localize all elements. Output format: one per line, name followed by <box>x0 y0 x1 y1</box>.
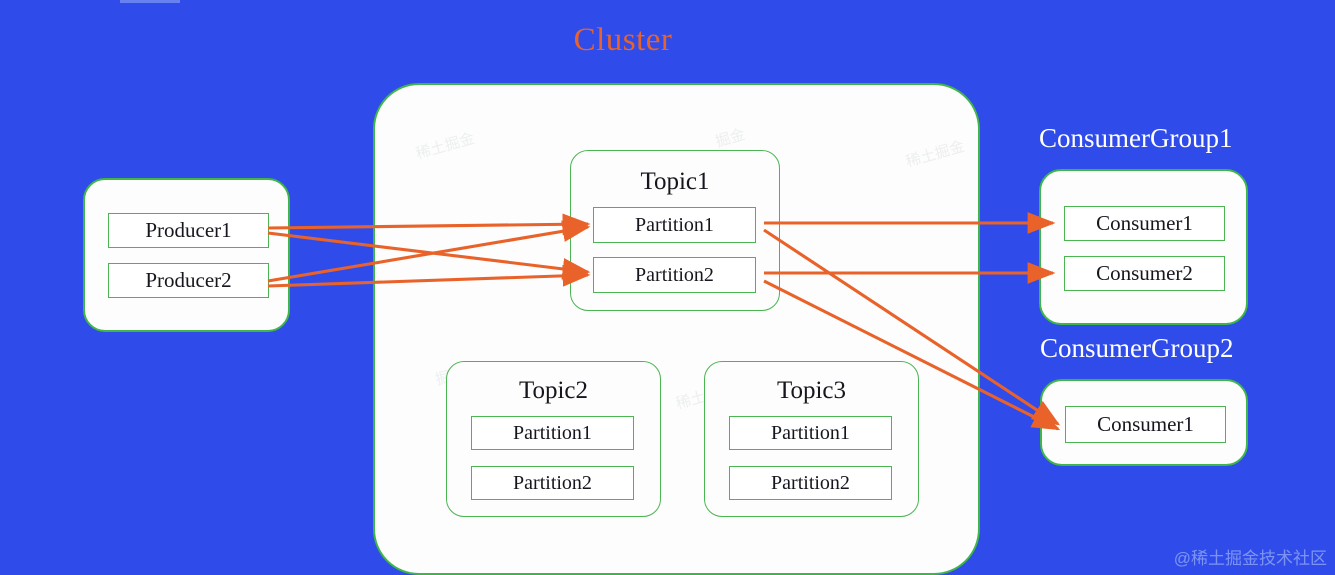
topic-box-1: Topic1 Partition1 Partition2 <box>570 150 780 311</box>
consumer-group-2-container: Consumer1 <box>1040 379 1248 466</box>
consumer-group-1-container: Consumer1 Consumer2 <box>1039 169 1248 325</box>
producer-cell-1: Producer1 <box>108 213 269 248</box>
producer-cell-2: Producer2 <box>108 263 269 298</box>
consumer-cell-1: Consumer1 <box>1065 406 1226 443</box>
consumer-group-2-title: ConsumerGroup2 <box>1040 333 1234 363</box>
partition-cell: Partition1 <box>471 416 634 450</box>
partition-cell: Partition2 <box>729 466 892 500</box>
partition-cell: Partition2 <box>593 257 756 293</box>
site-watermark: @稀土掘金技术社区 <box>1173 549 1327 568</box>
topic-box-2: Topic2 Partition1 Partition2 <box>446 361 661 517</box>
topic-title: Topic1 <box>640 168 710 195</box>
watermark-tile: 稀土掘金 <box>414 130 477 163</box>
topic-title: Topic2 <box>518 377 589 404</box>
topic-title: Topic3 <box>776 377 847 404</box>
watermark-tile: 掘金 <box>713 126 748 151</box>
cluster-title: Cluster <box>573 22 673 58</box>
top-edge-artifact <box>120 0 180 3</box>
partition-cell: Partition1 <box>729 416 892 450</box>
consumer-group-1-title: ConsumerGroup1 <box>1039 123 1233 153</box>
topic-box-3: Topic3 Partition1 Partition2 <box>704 361 919 517</box>
consumer-cell-2: Consumer2 <box>1064 256 1225 291</box>
consumer-cell-1: Consumer1 <box>1064 206 1225 241</box>
producer-group-container: Producer1 Producer2 <box>83 178 290 332</box>
partition-cell: Partition2 <box>471 466 634 500</box>
watermark-tile: 稀土掘金 <box>904 138 967 171</box>
partition-cell: Partition1 <box>593 207 756 243</box>
